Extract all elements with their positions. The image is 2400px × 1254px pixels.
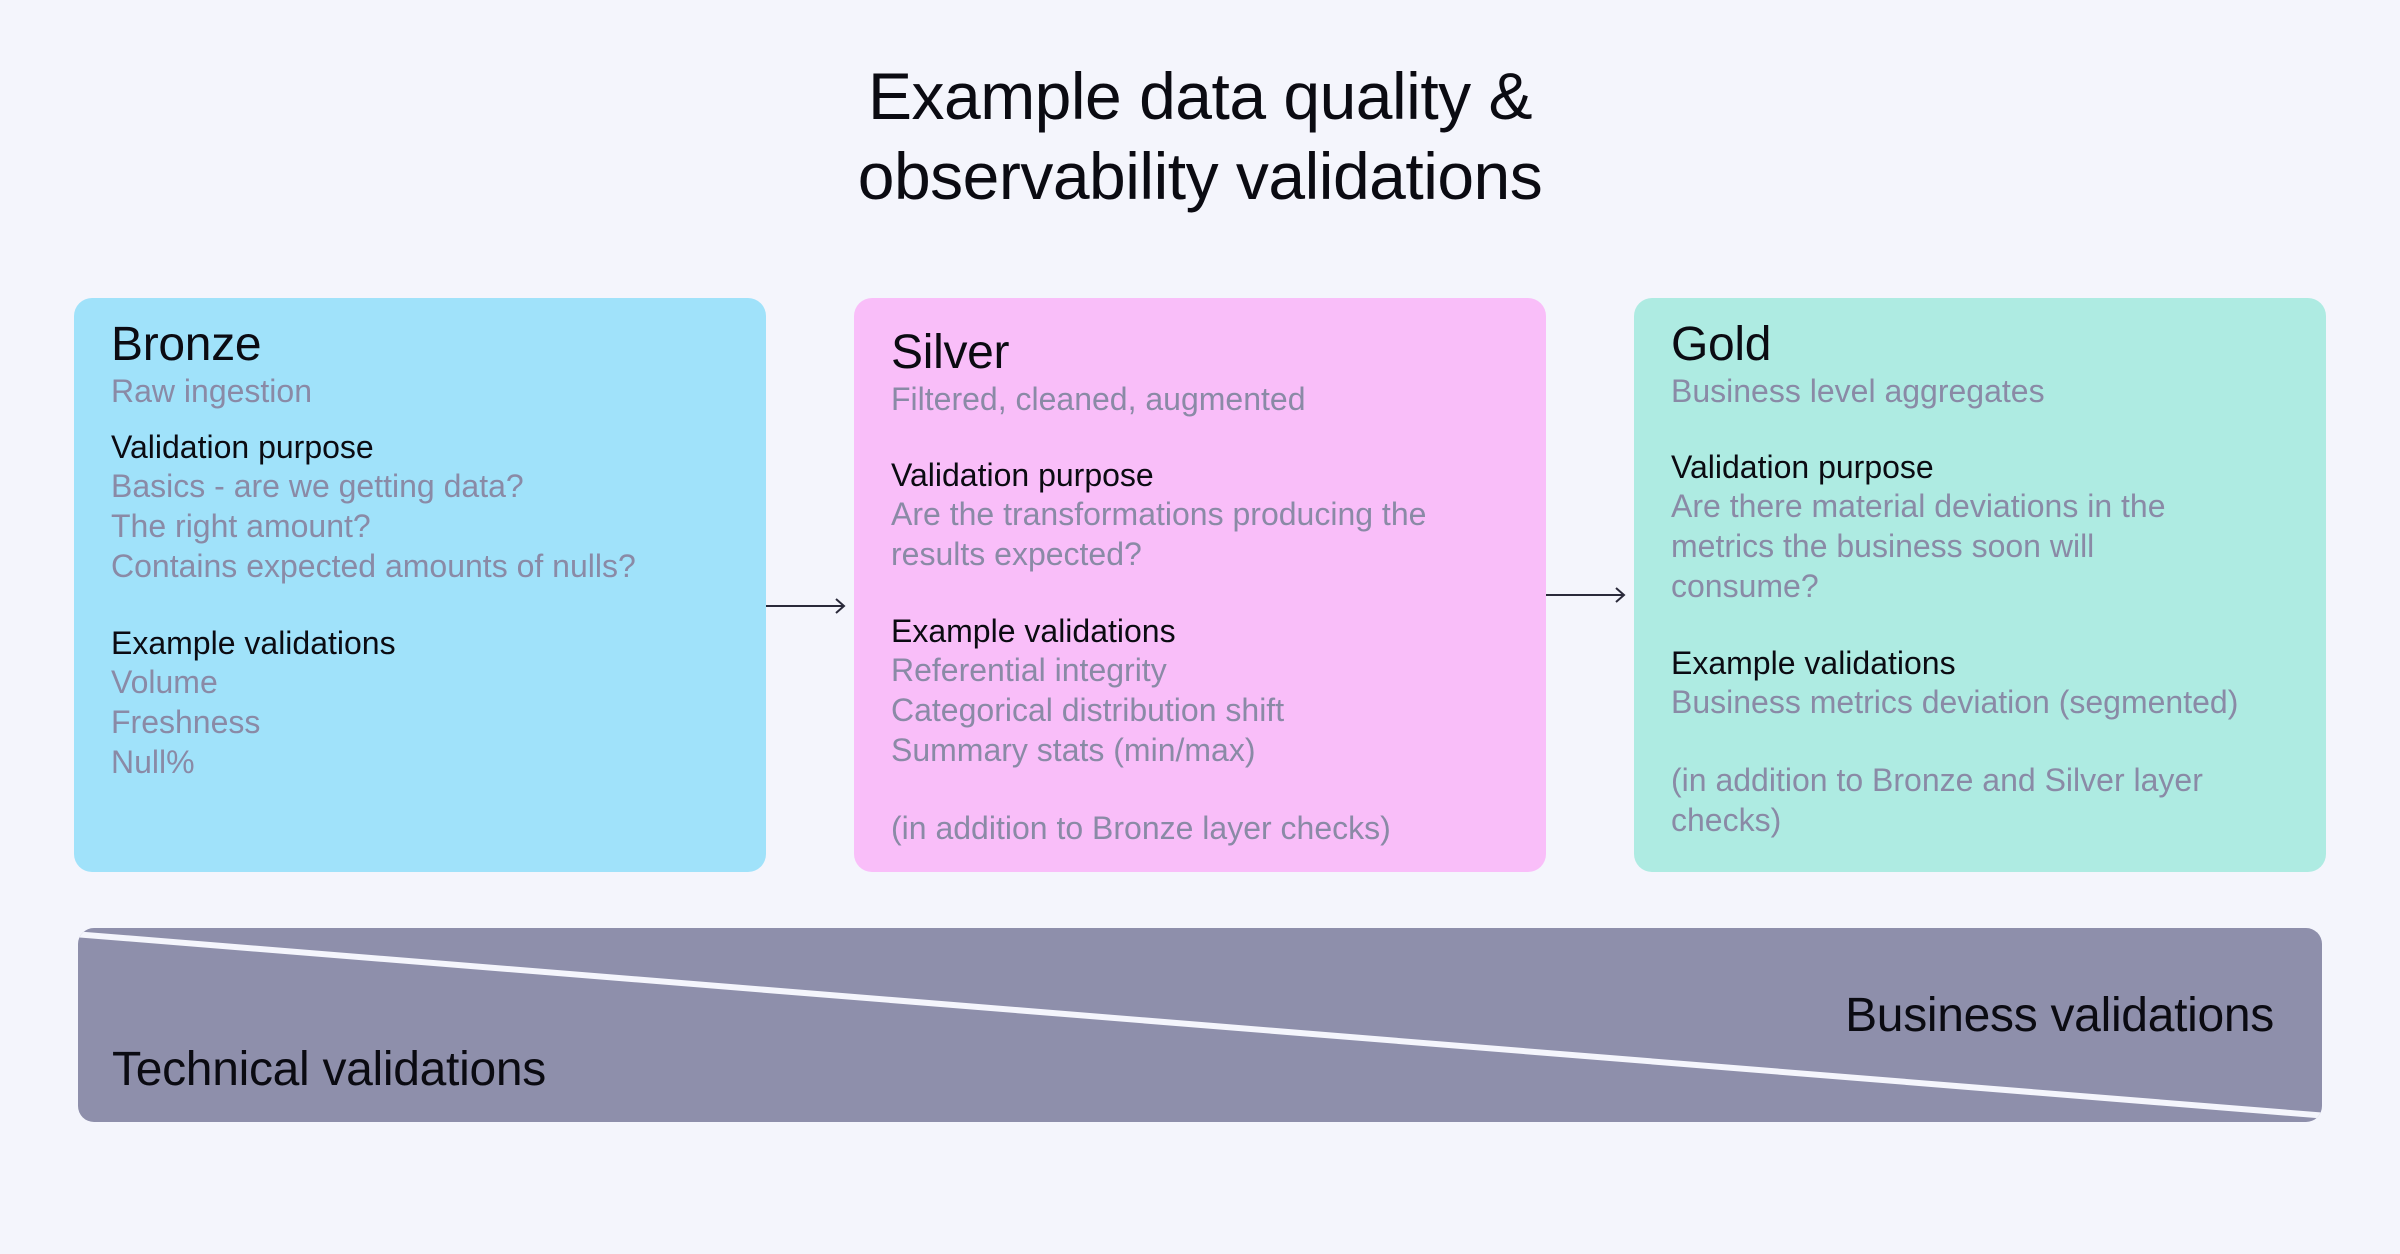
purpose-heading: Validation purpose [111, 429, 374, 465]
example-line: Null% [111, 744, 195, 780]
gold-card: Gold Business level aggregates Validatio… [1634, 298, 2326, 872]
example-line: Business metrics deviation (segmented) [1671, 684, 2239, 720]
title-line-2: observability validations [857, 139, 1543, 213]
arrow-right-icon [766, 598, 846, 614]
purpose-line: Are there material deviations in the [1671, 488, 2166, 524]
purpose-line: consume? [1671, 568, 1819, 604]
example-line: Summary stats (min/max) [891, 732, 1256, 768]
examples-heading: Example validations [111, 625, 396, 661]
examples-heading: Example validations [891, 613, 1176, 649]
note-line: checks) [1671, 802, 1782, 838]
validation-spectrum-bar: Technical validations Business validatio… [78, 928, 2322, 1122]
purpose-line: Basics - are we getting data? [111, 468, 524, 504]
purpose-line: Contains expected amounts of nulls? [111, 548, 636, 584]
page-title: Example data quality & observability val… [0, 56, 2400, 216]
purpose-line: Are the transformations producing the [891, 496, 1427, 532]
card-title: Bronze [111, 318, 262, 371]
purpose-line: metrics the business soon will [1671, 528, 2095, 564]
business-validations-label: Business validations [1845, 989, 2274, 1042]
card-title: Gold [1671, 318, 1772, 371]
diagonal-divider [78, 931, 2322, 1119]
note-line: (in addition to Bronze layer checks) [891, 810, 1391, 846]
purpose-heading: Validation purpose [1671, 449, 1934, 485]
arrow-right-icon [1546, 587, 1626, 603]
technical-validations-label: Technical validations [112, 1043, 546, 1096]
purpose-line: The right amount? [111, 508, 371, 544]
example-line: Categorical distribution shift [891, 692, 1285, 728]
card-subtitle: Filtered, cleaned, augmented [891, 381, 1306, 417]
example-line: Referential integrity [891, 652, 1167, 688]
examples-heading: Example validations [1671, 645, 1956, 681]
note-line: (in addition to Bronze and Silver layer [1671, 762, 2203, 798]
bronze-card: Bronze Raw ingestion Validation purpose … [74, 298, 766, 872]
card-subtitle: Raw ingestion [111, 373, 312, 409]
silver-card: Silver Filtered, cleaned, augmented Vali… [854, 298, 1546, 872]
example-line: Volume [111, 664, 218, 700]
purpose-line: results expected? [891, 536, 1142, 572]
card-title: Silver [891, 326, 1010, 379]
purpose-heading: Validation purpose [891, 457, 1154, 493]
title-line-1: Example data quality & [867, 59, 1533, 133]
example-line: Freshness [111, 704, 261, 740]
card-subtitle: Business level aggregates [1671, 373, 2045, 409]
